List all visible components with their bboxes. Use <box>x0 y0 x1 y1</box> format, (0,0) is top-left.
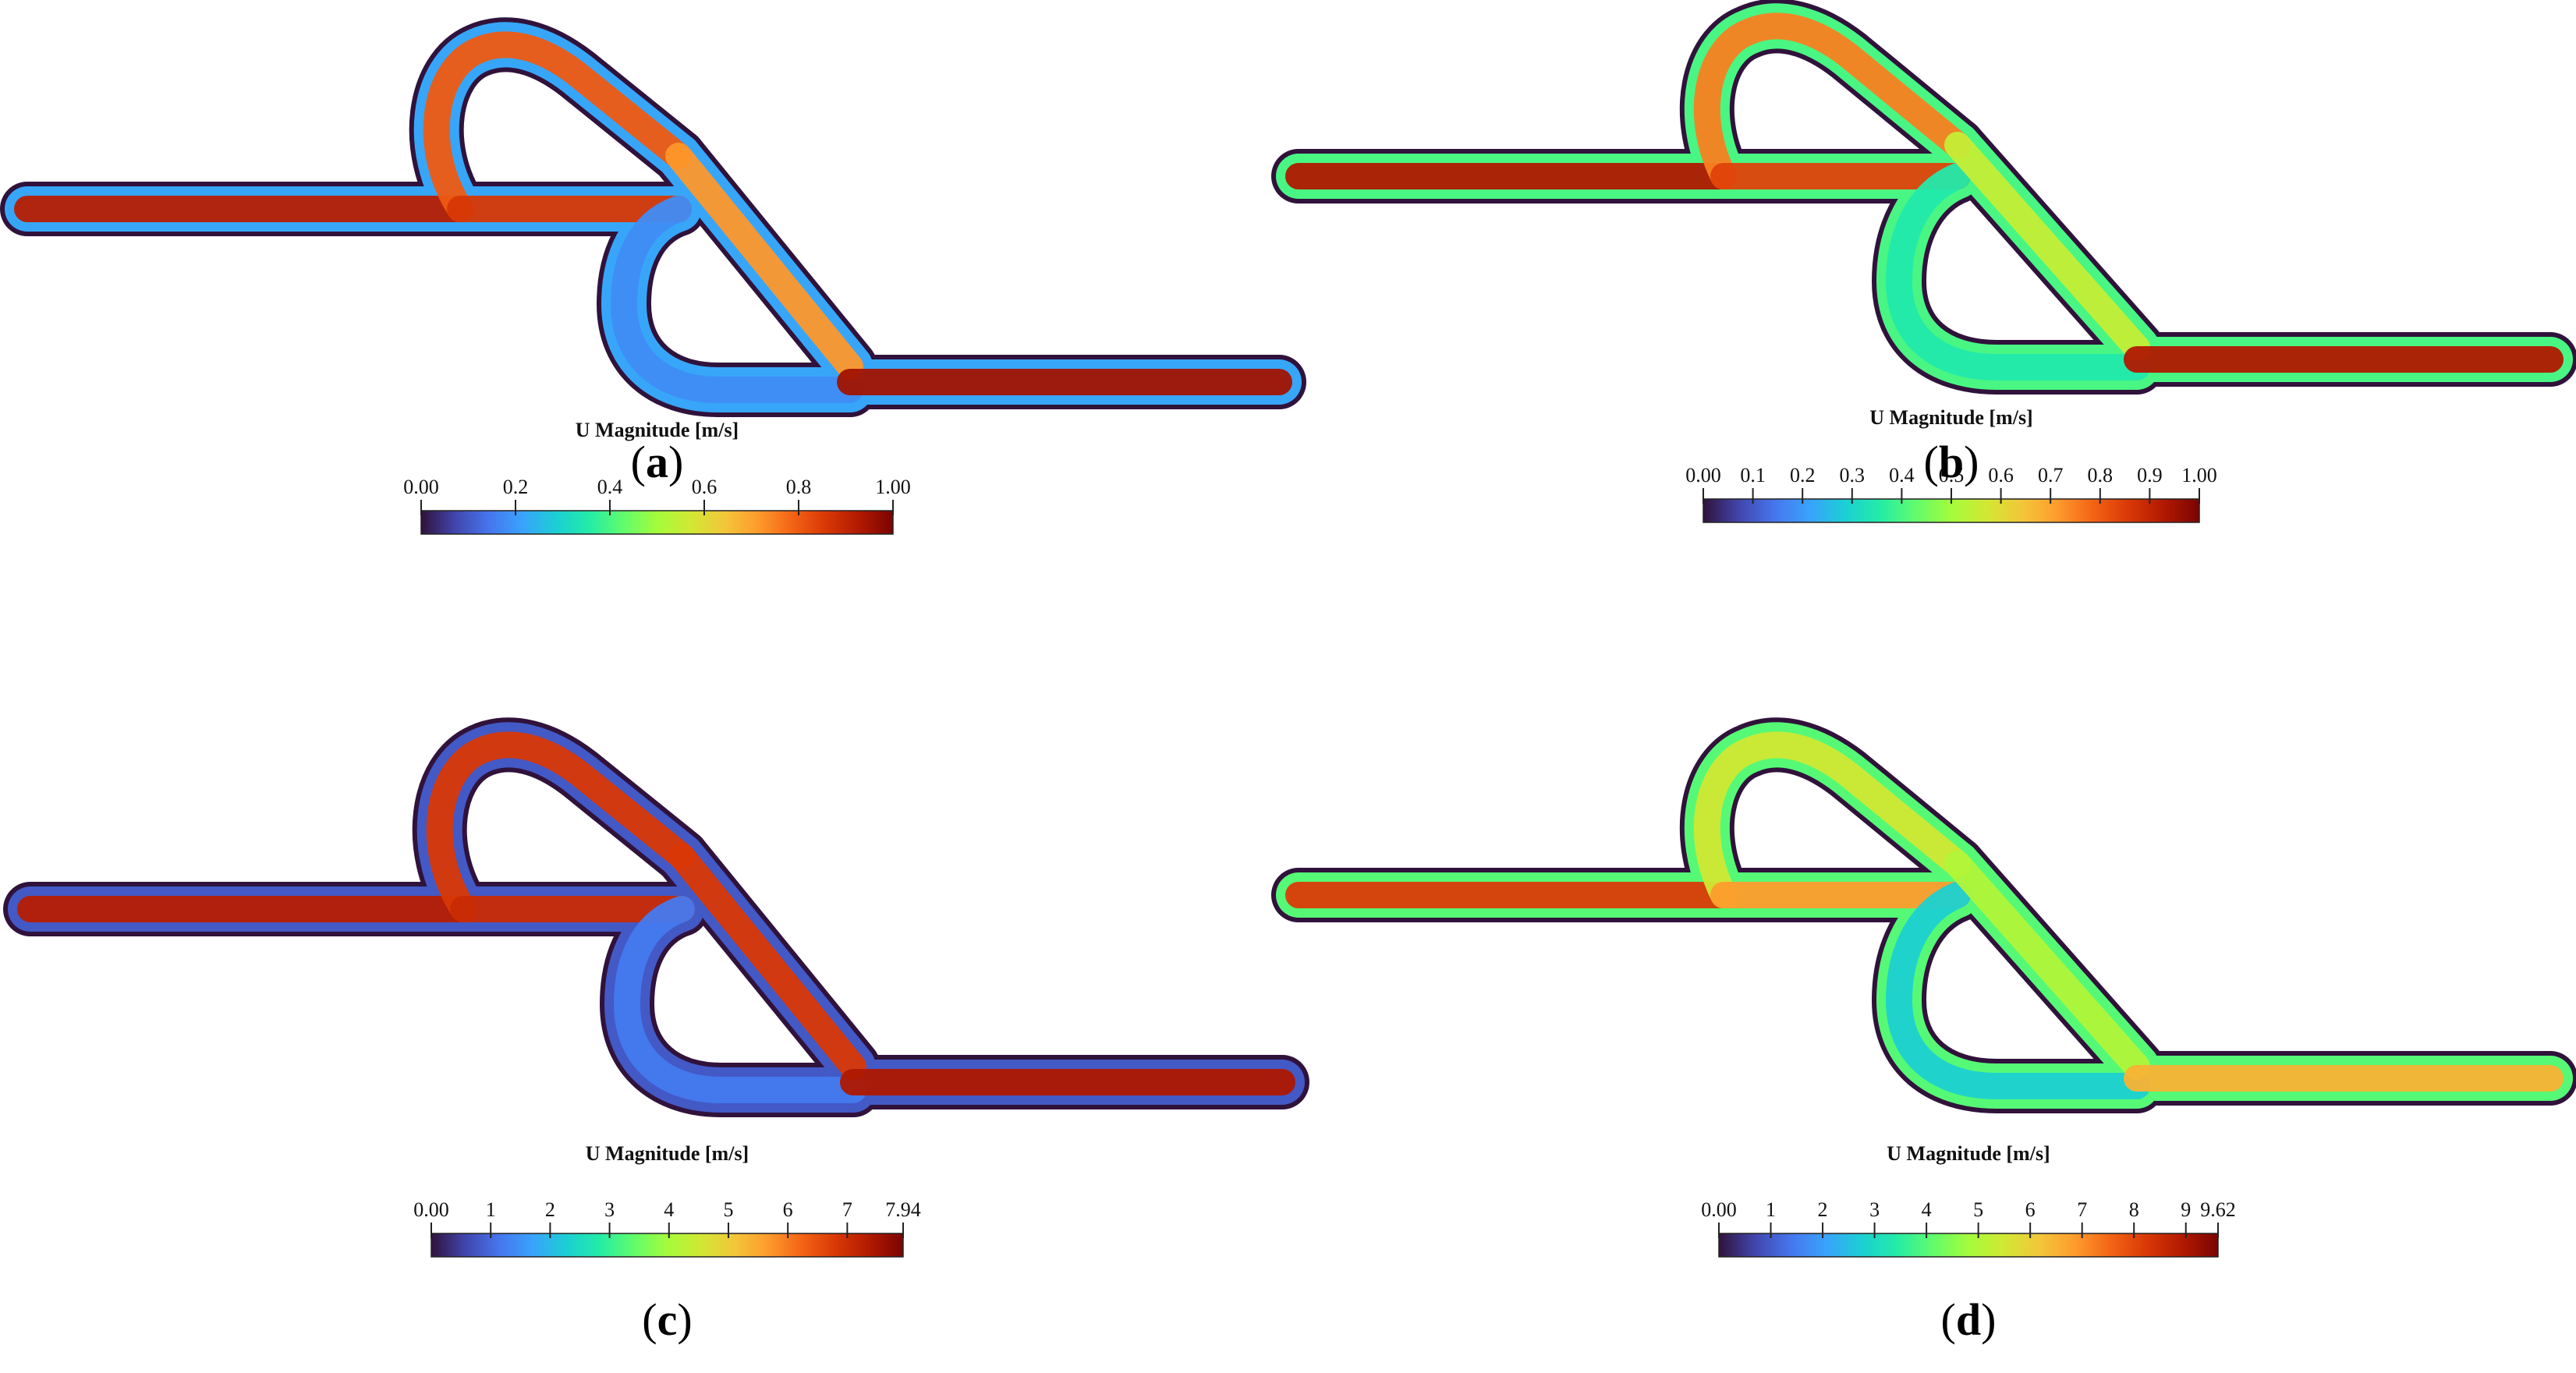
colorbar-tick-label: 1.00 <box>875 476 911 498</box>
colorbar-tick-label: 0.00 <box>1685 464 1721 487</box>
colorbar-a: U Magnitude [m/s] 0.00 0.2 0.4 0.6 0.8 1.00 <box>403 419 911 535</box>
colorbar-d: U Magnitude [m/s] 0.00 1 2 3 4 5 6 7 8 9 9.62 <box>1701 1142 2236 1258</box>
colorbar-tick-label: 2 <box>545 1198 555 1221</box>
colorbar-gradient <box>1718 1233 2219 1258</box>
panel-c <box>3 717 1309 1117</box>
lower-bypass-flow <box>611 196 863 403</box>
colorbar-tick-label: 0.1 <box>1740 464 1766 487</box>
colorbar-tick-label: 0.3 <box>1840 464 1866 487</box>
colorbar-title: U Magnitude [m/s] <box>1869 406 2032 429</box>
upper-bypass-flow <box>423 31 692 222</box>
colorbar-tick-label: 3 <box>1869 1198 1880 1221</box>
colorbar-tick-label: 0.4 <box>1889 464 1915 487</box>
colorbar-gradient <box>420 510 894 535</box>
colorbar-tick-label: 5 <box>1973 1198 1983 1221</box>
colorbar-tick-label: 1 <box>1766 1198 1776 1221</box>
lower-bypass-flow <box>1886 882 2150 1099</box>
diagonal-flow <box>1944 851 2150 1080</box>
colorbar-tick-label: 0.4 <box>597 476 623 498</box>
lower-bypass-flow <box>614 896 866 1103</box>
colorbar-tick-label: 8 <box>2129 1198 2139 1221</box>
colorbar-tick-label: 0.7 <box>2038 464 2064 487</box>
colorbar-tick-label: 5 <box>723 1198 733 1221</box>
panel-label: (a) <box>631 437 684 487</box>
diagonal-flow <box>1944 132 2150 361</box>
colorbar-title: U Magnitude [m/s] <box>576 419 739 441</box>
colorbar-tick-label: 1 <box>486 1198 496 1221</box>
upper-bypass-flow <box>1693 731 1971 908</box>
colorbar-tick-label: 0.00 <box>403 476 439 498</box>
colorbar-tick-label: 0.6 <box>1988 464 2014 487</box>
panel-a <box>0 17 1306 417</box>
colorbar-tick-label: 0.00 <box>413 1198 449 1221</box>
colorbar-tick-label: 0.2 <box>1790 464 1816 487</box>
diagonal-flow <box>668 843 866 1080</box>
upper-bypass-flow <box>1693 12 1971 189</box>
colorbar-gradient <box>431 1233 904 1258</box>
colorbar-tick-label: 0.8 <box>786 476 812 498</box>
colorbar-tick-label: 9 <box>2181 1198 2191 1221</box>
colorbar-title: U Magnitude [m/s] <box>1887 1142 2050 1165</box>
diagonal-flow <box>665 143 863 380</box>
panel-label: (c) <box>642 1294 692 1345</box>
colorbar-c: U Magnitude [m/s] 0.00 1 2 3 4 5 6 7 7.94 <box>413 1142 921 1258</box>
panel-label: (d) <box>1941 1294 1997 1345</box>
colorbar-title: U Magnitude [m/s] <box>586 1142 749 1165</box>
colorbar-tick-label: 0.6 <box>692 476 718 498</box>
colorbar-tick-label: 0.8 <box>2088 464 2114 487</box>
colorbar-b: U Magnitude [m/s] 0.00 0.1 0.2 0.3 0.4 0.5 0.6 0… <box>1685 406 2217 523</box>
colorbar-tick-label: 7 <box>2077 1198 2087 1221</box>
panel-label: (b) <box>1924 437 1979 487</box>
colorbar-tick-label: 2 <box>1818 1198 1828 1221</box>
colorbar-tick-label: 3 <box>604 1198 615 1221</box>
colorbar-tick-label: 0.2 <box>503 476 529 498</box>
panel-b <box>1271 0 2576 395</box>
colorbar-tick-label: 0.00 <box>1701 1198 1737 1221</box>
colorbar-tick-label: 6 <box>783 1198 793 1221</box>
colorbar-tick-label: 7.94 <box>885 1198 921 1221</box>
colorbar-tick-label: 1.00 <box>2181 464 2217 487</box>
colorbar-tick-label: 9.62 <box>2200 1198 2236 1221</box>
colorbar-tick-label: 6 <box>2025 1198 2036 1221</box>
panel-d <box>1271 717 2576 1113</box>
colorbar-tick-label: 0.5 <box>1939 464 1965 487</box>
colorbar-tick-label: 7 <box>842 1198 852 1221</box>
colorbar-tick-label: 4 <box>664 1198 674 1221</box>
lower-bypass-flow <box>1886 163 2150 380</box>
colorbar-tick-label: 0.9 <box>2137 464 2163 487</box>
upper-bypass-flow <box>426 731 695 922</box>
colorbar-tick-label: 4 <box>1922 1198 1932 1221</box>
